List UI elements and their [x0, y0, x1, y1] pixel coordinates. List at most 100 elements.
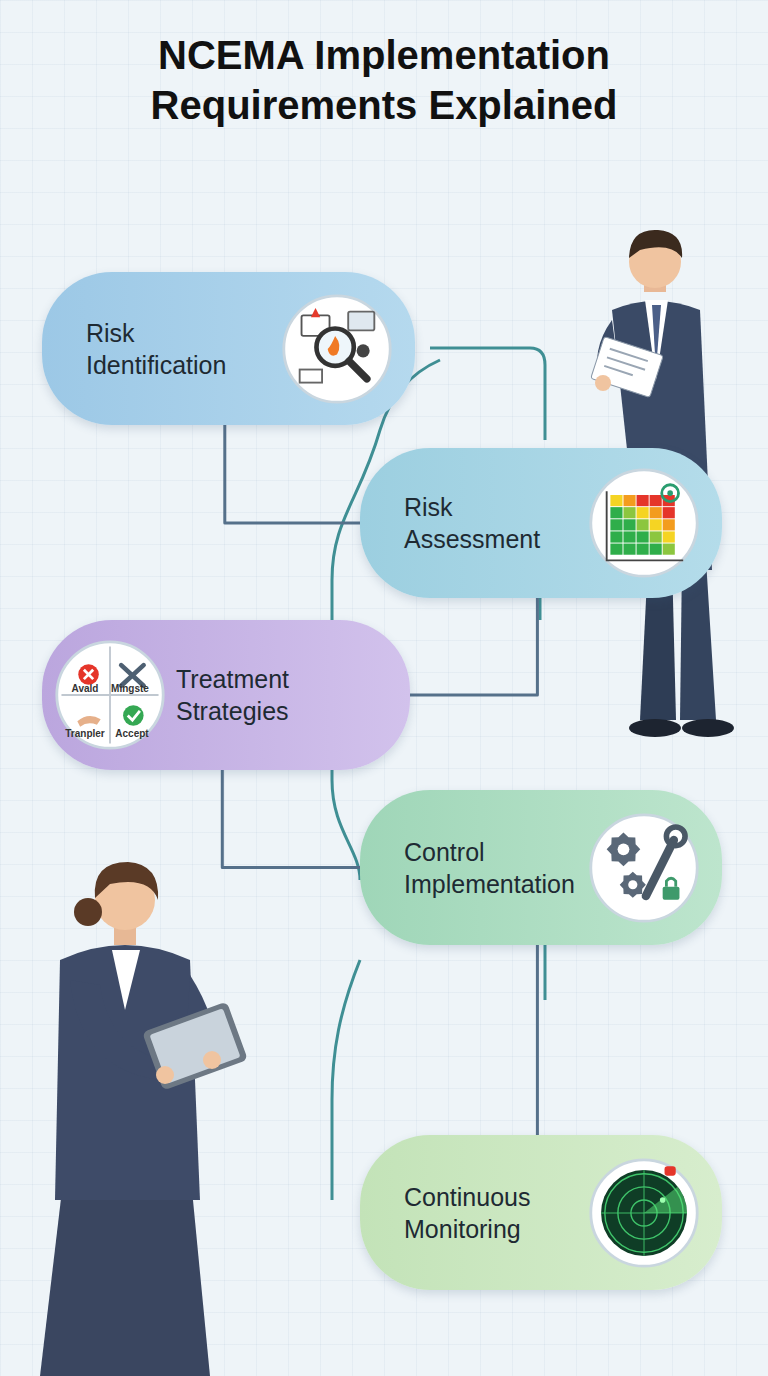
search-icon-part: [349, 361, 367, 379]
heat-icon-part: [662, 485, 679, 502]
quad-icon-part: [123, 705, 144, 726]
connector: [222, 770, 360, 868]
node-icon-part: [591, 814, 697, 920]
node-icon: [588, 467, 700, 579]
gear-icon-part: [620, 871, 646, 897]
heat-icon-part: [637, 531, 649, 542]
heat-icon-part: [623, 531, 635, 542]
heat-icon-part: [623, 495, 635, 506]
businesswoman-figure-part: [112, 950, 140, 1010]
heat-icon-part: [663, 519, 675, 530]
node-label: Control Implementation: [404, 836, 580, 900]
radar-icon-part: [660, 1197, 666, 1203]
heat-icon-part: [637, 507, 649, 518]
node-label: Continuous Monitoring: [404, 1181, 580, 1245]
node-label: Risk Identification: [86, 317, 273, 381]
node-icon-part: [591, 1159, 697, 1265]
diagram-title: NCEMA Implementation Requirements Explai…: [40, 30, 728, 130]
heat-icon-part: [650, 495, 662, 506]
businesswoman-figure-part: [95, 862, 158, 900]
gear-icon-part: [628, 880, 637, 889]
heat-icon-part: [610, 531, 622, 542]
icon-caption: Mingste: [111, 683, 149, 694]
businesswoman-figure-part: [203, 1051, 221, 1069]
heat-icon-part: [610, 507, 622, 518]
process-pill: Control Implementation: [360, 790, 722, 945]
wavy-line-part: [430, 348, 545, 440]
node-icon-part: [591, 470, 697, 576]
quad-icon-part: [128, 711, 140, 720]
quad-icon-part: [77, 716, 100, 727]
businesswoman-figure-part: [156, 1066, 174, 1084]
gear-icon-part: [618, 843, 630, 855]
heat-icon-part: [650, 531, 662, 542]
node-icon: [588, 1157, 700, 1269]
node-icon: [588, 812, 700, 924]
heat-icon-part: [610, 519, 622, 530]
heat-icon-part: [610, 495, 622, 506]
process-pill: Risk Assessment: [360, 448, 722, 598]
process-pill: Risk Identification: [42, 272, 415, 425]
heat-icon-part: [623, 507, 635, 518]
gear-icon-part: [607, 832, 641, 866]
heat-icon-part: [637, 544, 649, 555]
node-label: Risk Assessment: [404, 491, 580, 555]
radar-icon-part: [601, 1170, 687, 1256]
radar-icon-part: [665, 1166, 676, 1175]
heat-icon-part: [667, 490, 673, 496]
businesswoman-figure-part: [149, 1008, 240, 1084]
heat-icon-part: [663, 544, 675, 555]
businessman-figure-part: [629, 719, 681, 737]
search-icon: [300, 307, 375, 382]
search-icon-part: [328, 335, 340, 355]
connector: [410, 598, 537, 695]
businessman-figure-part: [591, 336, 664, 397]
quad-icon: [61, 646, 158, 743]
businessman-figure-part: [604, 349, 648, 378]
gear-icon-part: [666, 878, 675, 886]
heat-icon-part: [650, 544, 662, 555]
process-pill: Continuous Monitoring: [360, 1135, 722, 1290]
businessman-figure-part: [629, 230, 682, 258]
gear-icon-part: [666, 826, 685, 845]
connector: [536, 945, 539, 1135]
heat-icon-part: [637, 519, 649, 530]
gear-icon-part: [663, 886, 680, 899]
heat-icon-part: [623, 544, 635, 555]
quad-icon-part: [84, 670, 93, 679]
search-icon-part: [311, 307, 320, 316]
icon-caption: Avald: [72, 683, 99, 694]
node-label: Treatment Strategies: [176, 663, 366, 727]
icon-caption: Accept: [115, 728, 148, 739]
icon-caption: Tranpler: [65, 728, 104, 739]
radar-icon: [601, 1166, 687, 1256]
search-icon-part: [300, 369, 322, 382]
heat-icon-part: [663, 507, 675, 518]
heat-icon-part: [623, 519, 635, 530]
businesswoman-figure-part: [142, 1001, 248, 1090]
node-icon-part: [284, 295, 390, 401]
businessman-figure-part: [682, 719, 734, 737]
node-icon-part: [57, 642, 163, 748]
connector: [225, 425, 360, 523]
businesswoman-figure-part: [40, 1190, 210, 1376]
quad-icon-part: [61, 646, 158, 743]
quad-icon-part: [78, 664, 99, 685]
businesswoman-figure: [40, 862, 248, 1376]
search-icon-part: [348, 311, 374, 330]
businessman-figure-part: [595, 375, 611, 391]
radar-icon-part: [601, 1170, 687, 1256]
heat-icon: [607, 485, 684, 561]
node-icon: [281, 293, 393, 405]
search-icon-part: [357, 344, 370, 357]
heat-icon-part: [650, 507, 662, 518]
process-pill: Treatment Strategies: [42, 620, 410, 770]
radar-icon-part: [644, 1186, 687, 1212]
heat-icon-part: [663, 531, 675, 542]
businesswoman-figure-part: [74, 898, 102, 926]
heat-icon-part: [610, 544, 622, 555]
heat-icon-part: [650, 519, 662, 530]
gear-icon: [607, 826, 685, 899]
heat-icon-part: [637, 495, 649, 506]
